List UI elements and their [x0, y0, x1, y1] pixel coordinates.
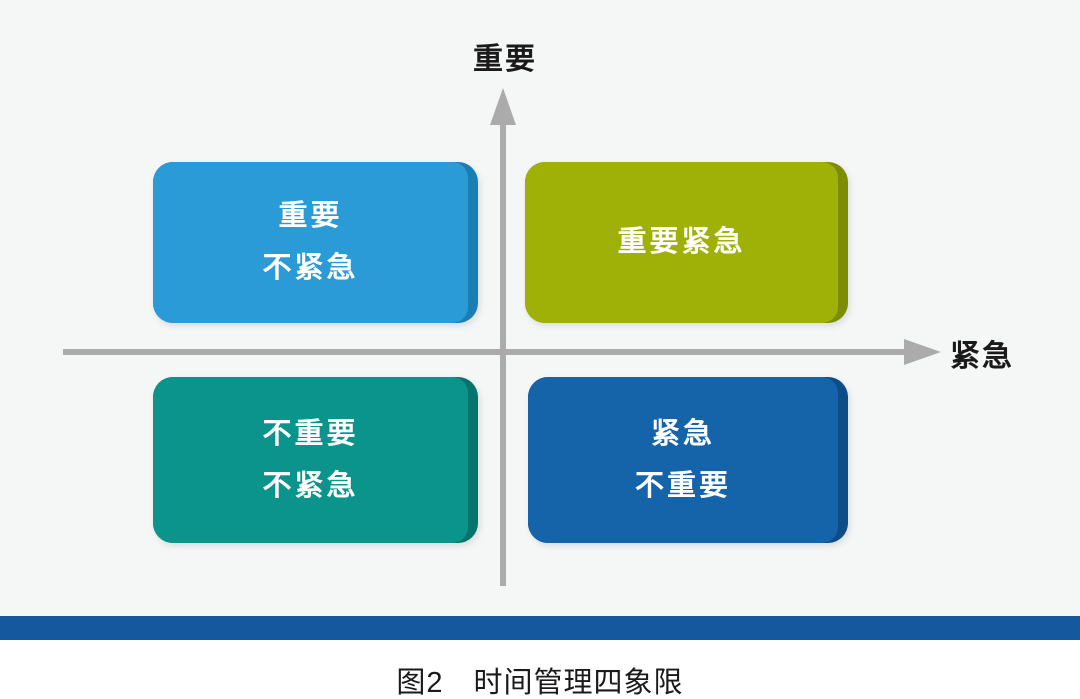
footer-accent-bar: [0, 616, 1080, 640]
quadrant-label-line2: 不紧急: [262, 252, 359, 284]
quadrant-label-line1: 紧急: [650, 417, 715, 450]
quadrant-important-urgent: 重要紧急: [525, 162, 848, 323]
quadrant-label-line2: 不紧急: [262, 469, 359, 502]
quadrant-important-not-urgent: 重要 不紧急: [153, 162, 478, 323]
quadrant-label-line1: 重要紧急: [617, 226, 746, 258]
quadrant-label-line2: 不重要: [634, 469, 731, 502]
quadrant-face: 重要紧急: [525, 162, 838, 323]
figure-caption: 图2 时间管理四象限: [396, 667, 684, 699]
quadrant-face: 不重要 不紧急: [153, 377, 468, 543]
y-axis-label: 重要: [473, 43, 537, 76]
quadrant-urgent-not-important: 紧急 不重要: [528, 377, 848, 543]
quadrant-face: 重要 不紧急: [153, 162, 468, 323]
x-axis-label: 紧急: [950, 340, 1014, 373]
quadrant-label-line1: 不重要: [262, 417, 359, 450]
quadrant-not-important-not-urgent: 不重要 不紧急: [153, 377, 478, 543]
quadrant-label-line1: 重要: [278, 200, 343, 232]
quadrant-face: 紧急 不重要: [528, 377, 838, 543]
